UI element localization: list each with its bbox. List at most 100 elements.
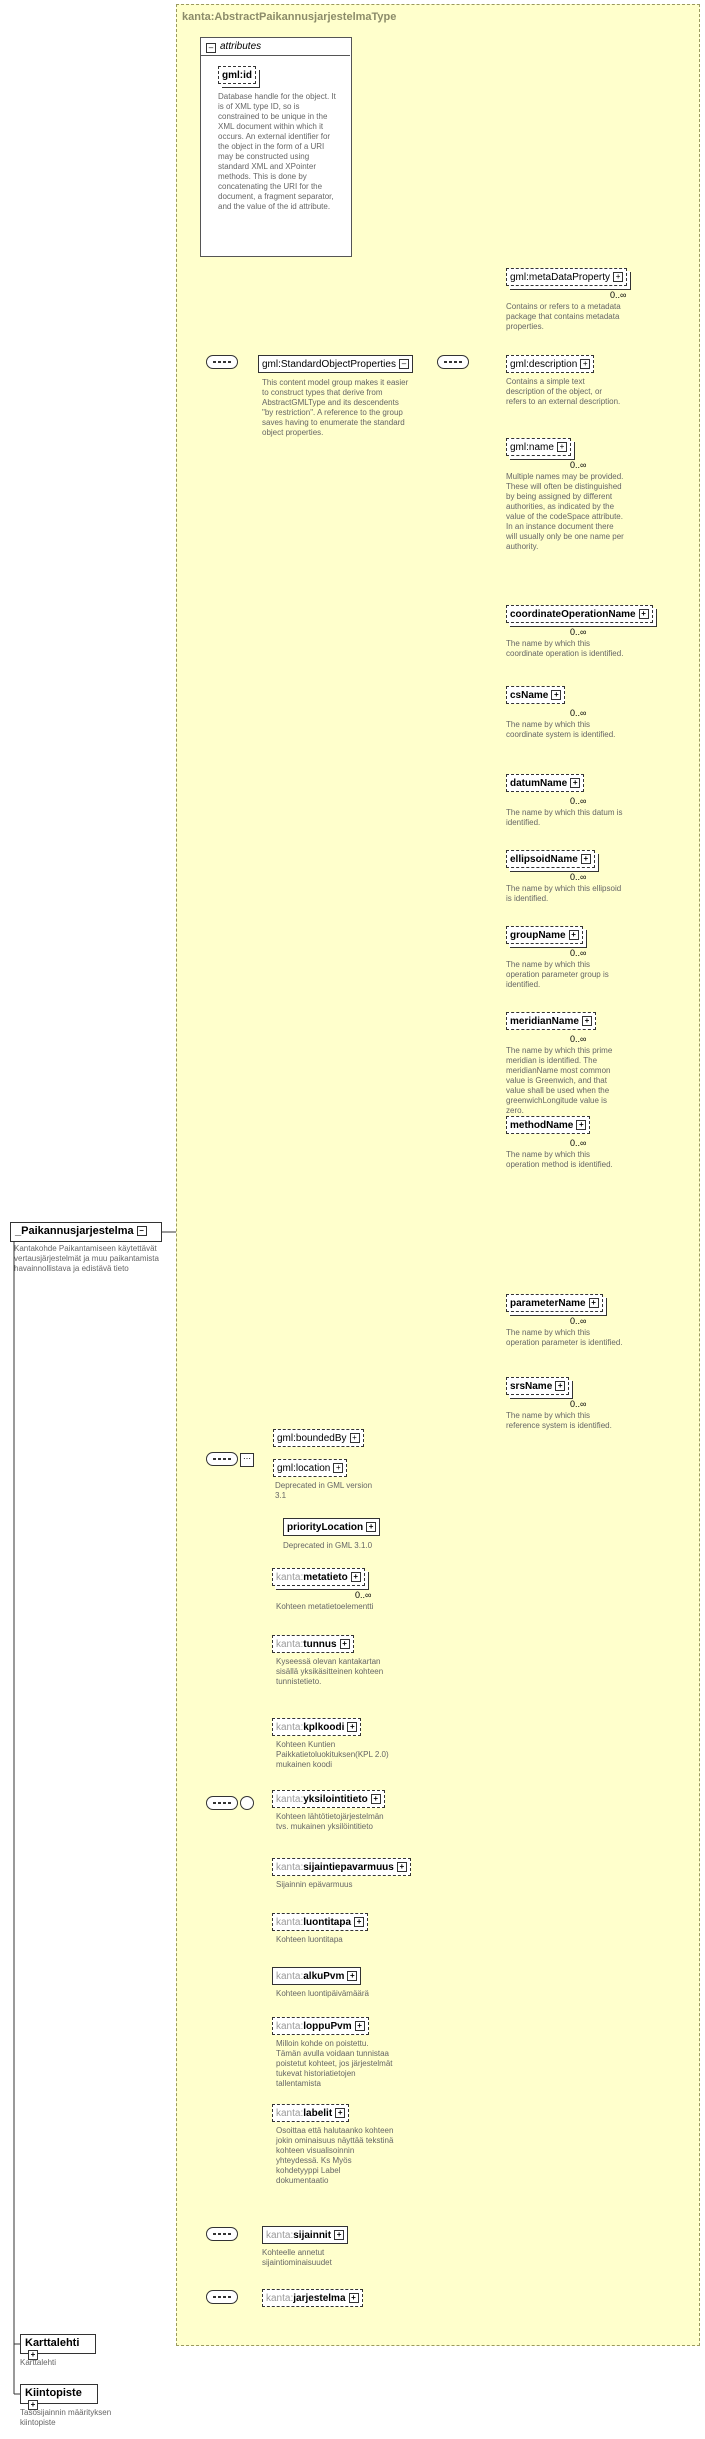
- root-desc: Kantakohde Paikantamiseen käytettävät ve…: [14, 1244, 159, 1273]
- kiintopiste-expand-icon[interactable]: +: [28, 2400, 38, 2411]
- std-item-label: meridianName: [510, 1016, 579, 1027]
- kanta-item-4[interactable]: kanta:sijaintiepavarmuus+: [272, 1858, 411, 1876]
- kanta-item-expand-icon[interactable]: +: [370, 1794, 381, 1805]
- std-item-cardinality: 0..∞: [570, 1399, 587, 1409]
- std-item-expand-icon[interactable]: +: [580, 854, 591, 865]
- priority-location-element[interactable]: priorityLocation+: [283, 1518, 381, 1536]
- karttalehti-label: Karttalehti: [25, 2337, 80, 2349]
- std-item-cardinality: 0..∞: [570, 948, 587, 958]
- std-item-label: srsName: [510, 1381, 553, 1392]
- std-item-11[interactable]: srsName+: [506, 1377, 570, 1395]
- kanta-jarjestelma-element[interactable]: kanta:jarjestelma+: [262, 2289, 363, 2307]
- kanta-prefix: kanta:: [276, 2108, 304, 2119]
- std-item-expand-icon[interactable]: +: [580, 359, 591, 370]
- kanta-sijainnit-element[interactable]: kanta:sijainnit+: [262, 2226, 349, 2244]
- expand-icon[interactable]: –: [136, 1226, 147, 1237]
- kanta-item-label: yksilointitieto: [303, 1794, 368, 1805]
- group-label: gml:StandardObjectProperties: [262, 359, 396, 370]
- std-item-2[interactable]: gml:name+: [506, 438, 571, 456]
- sijainnit-expand-icon[interactable]: +: [334, 2230, 345, 2241]
- gml-id-attribute[interactable]: gml:id: [218, 66, 256, 84]
- gml-location-desc: Deprecated in GML version 3.1: [275, 1481, 373, 1500]
- sequence-connector-2: [437, 355, 469, 369]
- kanta-sijainnit-desc: Kohteelle annetut sijaintiominaisuudet: [262, 2248, 332, 2267]
- std-item-desc: The name by which this coordinate operat…: [506, 639, 624, 658]
- std-item-cardinality: 0..∞: [570, 796, 587, 806]
- std-item-4[interactable]: csName+: [506, 686, 566, 704]
- std-item-cardinality: 0..∞: [570, 708, 587, 718]
- std-item-9[interactable]: methodName+: [506, 1116, 591, 1134]
- std-item-desc: The name by which this ellipsoid is iden…: [506, 884, 622, 903]
- kanta-item-expand-icon[interactable]: +: [347, 1722, 358, 1733]
- std-item-10[interactable]: parameterName+: [506, 1294, 603, 1312]
- karttalehti-element[interactable]: Karttalehti+: [20, 2334, 96, 2361]
- std-item-expand-icon[interactable]: +: [576, 1120, 587, 1131]
- kanta-item-expand-icon[interactable]: +: [350, 1572, 361, 1583]
- jarjestelma-label: jarjestelma: [293, 2293, 346, 2304]
- karttalehti-desc: Karttalehti: [20, 2358, 57, 2367]
- std-item-expand-icon[interactable]: +: [638, 609, 649, 620]
- sequence-connector-6: [206, 2227, 238, 2241]
- kiintopiste-label: Kiintopiste: [25, 2387, 82, 2399]
- choice-connector: ⋯: [240, 1453, 254, 1467]
- kanta-item-desc: Kohteen luontitapa: [276, 1935, 343, 1944]
- std-item-expand-icon[interactable]: +: [551, 690, 562, 701]
- kanta-prefix: kanta:: [276, 1794, 304, 1805]
- gml-boundedby-element[interactable]: gml:boundedBy+: [273, 1429, 364, 1447]
- kanta-item-6[interactable]: kanta:alkuPvm+: [272, 1967, 362, 1985]
- kanta-item-expand-icon[interactable]: +: [354, 2021, 365, 2032]
- location-expand-icon[interactable]: +: [333, 1463, 344, 1474]
- location-label: gml:location: [277, 1463, 331, 1474]
- boundedby-expand-icon[interactable]: +: [349, 1433, 360, 1444]
- std-item-label: csName: [510, 690, 549, 701]
- priority-expand-icon[interactable]: +: [366, 1522, 377, 1533]
- std-item-1[interactable]: gml:description+: [506, 355, 595, 373]
- std-item-3[interactable]: coordinateOperationName+: [506, 605, 653, 623]
- std-item-expand-icon[interactable]: +: [588, 1298, 599, 1309]
- std-item-expand-icon[interactable]: +: [555, 1381, 566, 1392]
- std-item-label: gml:name: [510, 442, 554, 453]
- kiintopiste-element[interactable]: Kiintopiste+: [20, 2384, 98, 2411]
- std-item-desc: Contains or refers to a metadata package…: [506, 302, 621, 331]
- karttalehti-expand-icon[interactable]: +: [28, 2350, 38, 2361]
- priority-location-desc: Deprecated in GML 3.1.0: [283, 1541, 373, 1550]
- kanta-item-0[interactable]: kanta:metatieto+: [272, 1568, 365, 1586]
- kanta-item-label: alkuPvm: [303, 1971, 345, 1982]
- kanta-item-8[interactable]: kanta:labelit+: [272, 2104, 350, 2122]
- kanta-item-1[interactable]: kanta:tunnus+: [272, 1635, 354, 1653]
- kanta-item-7[interactable]: kanta:loppuPvm+: [272, 2017, 369, 2035]
- kanta-item-label: loppuPvm: [303, 2021, 352, 2032]
- kanta-item-expand-icon[interactable]: +: [335, 2108, 346, 2119]
- std-item-expand-icon[interactable]: +: [570, 778, 581, 789]
- group-expand-icon[interactable]: –: [398, 359, 409, 370]
- kanta-item-5[interactable]: kanta:luontitapa+: [272, 1913, 369, 1931]
- std-item-6[interactable]: ellipsoidName+: [506, 850, 595, 868]
- type-box: [176, 4, 700, 2346]
- std-item-8[interactable]: meridianName+: [506, 1012, 596, 1030]
- std-item-expand-icon[interactable]: +: [613, 272, 624, 283]
- std-item-cardinality: 0..∞: [570, 872, 587, 882]
- std-item-desc: Contains a simple text description of th…: [506, 377, 621, 406]
- jarjestelma-expand-icon[interactable]: +: [348, 2293, 359, 2304]
- std-item-expand-icon[interactable]: +: [556, 442, 567, 453]
- kanta-item-desc: Kohteen Kuntien Paikkatietoluokituksen(K…: [276, 1740, 389, 1769]
- kanta-item-2[interactable]: kanta:kplkoodi+: [272, 1718, 362, 1736]
- kanta-item-expand-icon[interactable]: +: [347, 1971, 358, 1982]
- kanta-item-expand-icon[interactable]: +: [339, 1639, 350, 1650]
- std-item-cardinality: 0..∞: [570, 1034, 587, 1044]
- std-item-expand-icon[interactable]: +: [568, 930, 579, 941]
- kanta-item-label: kplkoodi: [303, 1722, 345, 1733]
- std-item-7[interactable]: groupName+: [506, 926, 583, 944]
- root-element[interactable]: _Paikannusjarjestelma–: [10, 1222, 162, 1242]
- std-item-0[interactable]: gml:metaDataProperty+: [506, 268, 628, 286]
- gml-id-label: gml:id: [222, 70, 252, 81]
- kanta-item-expand-icon[interactable]: +: [396, 1862, 407, 1873]
- std-item-expand-icon[interactable]: +: [581, 1016, 592, 1027]
- kanta-item-3[interactable]: kanta:yksilointitieto+: [272, 1790, 385, 1808]
- kanta-item-expand-icon[interactable]: +: [354, 1917, 365, 1928]
- std-item-cardinality: 0..∞: [610, 290, 627, 300]
- std-item-5[interactable]: datumName+: [506, 774, 585, 792]
- attributes-toggle-icon[interactable]: –: [206, 43, 216, 53]
- standard-object-properties-group[interactable]: gml:StandardObjectProperties–: [258, 355, 413, 373]
- gml-location-element[interactable]: gml:location+: [273, 1459, 348, 1477]
